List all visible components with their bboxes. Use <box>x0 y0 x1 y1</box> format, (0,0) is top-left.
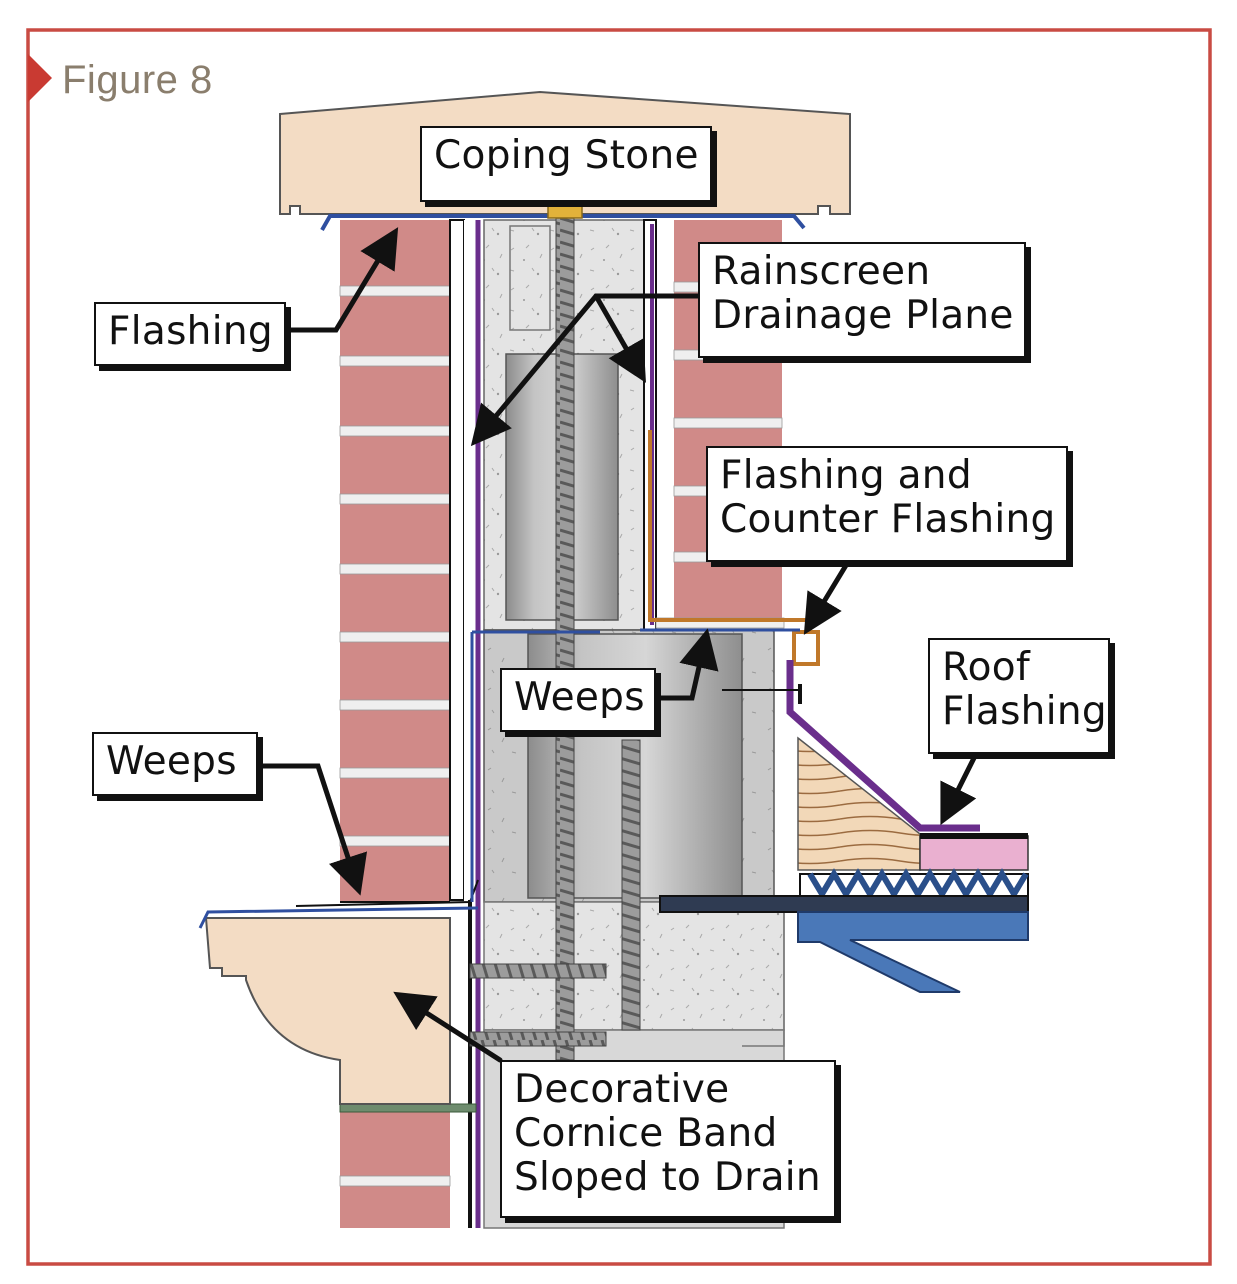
label-rainscreen-drainage-plane: Rainscreen Drainage Plane <box>698 242 1026 358</box>
lower-brick-wythe <box>339 1099 477 1228</box>
leader-lines <box>255 227 979 1063</box>
label-roof-flashing-line-2: Flashing <box>942 689 1107 734</box>
label-rainscreen-line-1: Rainscreen <box>712 249 931 294</box>
label-weeps-left: Weeps <box>92 732 258 796</box>
label-rainscreen-line-2: Drainage Plane <box>712 293 1014 338</box>
anchor-bolt-upper <box>469 963 607 979</box>
label-decorative-cornice-band: Decorative Cornice Band Sloped to Drain <box>500 1060 836 1218</box>
label-weeps-center: Weeps <box>500 668 656 732</box>
label-flashing: Flashing <box>94 302 286 366</box>
cornice-flashing <box>198 906 479 929</box>
label-weeps-left-line-1: Weeps <box>106 739 237 784</box>
label-cornice-line-3: Sloped to Drain <box>514 1155 821 1200</box>
figure-title-marker <box>28 54 52 102</box>
left-air-cavity <box>449 219 465 901</box>
counter-flashing <box>648 430 820 666</box>
label-flashing-and-counter-flashing: Flashing and Counter Flashing <box>706 446 1068 562</box>
figure-title: Figure 8 <box>62 58 213 102</box>
figure-frame <box>26 28 1212 1266</box>
coping-anchor <box>547 203 583 219</box>
roof-assembly <box>659 660 1029 993</box>
label-roof-flashing: Roof Flashing <box>928 638 1110 754</box>
cornice-stone <box>204 917 451 1105</box>
label-roof-flashing-line-1: Roof <box>942 645 1030 690</box>
label-flashing-counter-line-1: Flashing and <box>720 453 972 498</box>
anchor-bolt-lower <box>469 1031 607 1047</box>
label-coping-stone-line-1: Coping Stone <box>434 133 699 178</box>
label-cornice-line-2: Cornice Band <box>514 1111 778 1156</box>
label-weeps-center-line-1: Weeps <box>514 675 645 720</box>
label-flashing-line-1: Flashing <box>108 309 273 354</box>
dowel-rebar <box>621 739 641 1031</box>
label-coping-stone: Coping Stone <box>420 126 712 202</box>
label-cornice-line-1: Decorative <box>514 1067 730 1112</box>
left-brick-wythe <box>339 220 451 902</box>
label-flashing-counter-line-2: Counter Flashing <box>720 497 1056 542</box>
